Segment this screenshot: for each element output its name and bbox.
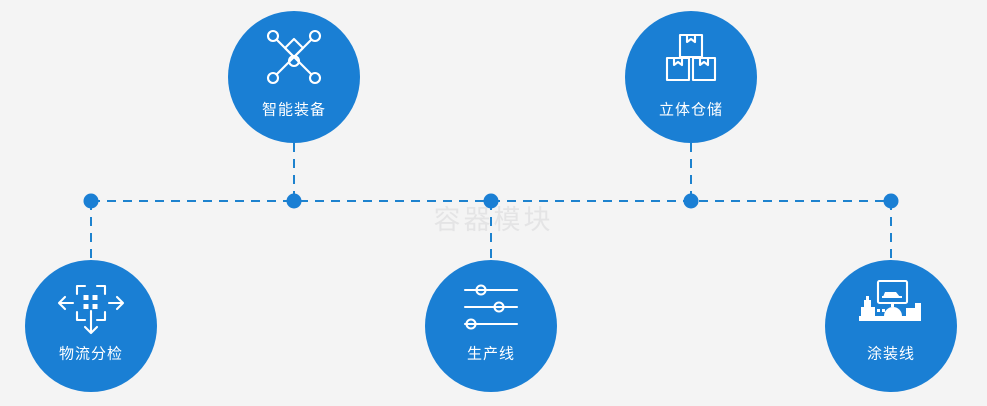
sorting-arrows-icon xyxy=(57,284,125,335)
node-circle-smart-equipment[interactable] xyxy=(228,11,360,143)
node-label-production-line: 生产线 xyxy=(467,345,515,363)
sliders-icon xyxy=(463,284,519,330)
junction-dot-smart-equipment[interactable] xyxy=(286,193,302,209)
paint-booth-icon xyxy=(859,279,921,321)
node-stereo-warehouse[interactable]: 立体仓储 xyxy=(625,11,757,143)
node-label-stereo-warehouse: 立体仓储 xyxy=(659,101,723,119)
node-label-logistics-sorting: 物流分检 xyxy=(59,345,123,363)
junction-dot-painting-line[interactable] xyxy=(883,193,899,209)
node-circle-painting-line[interactable] xyxy=(825,260,957,392)
node-circle-stereo-warehouse[interactable] xyxy=(625,11,757,143)
node-production-line[interactable]: 生产线 xyxy=(425,260,557,392)
node-label-smart-equipment: 智能装备 xyxy=(262,101,326,119)
network-nodes-icon xyxy=(266,29,322,85)
node-label-painting-line: 涂装线 xyxy=(867,345,915,363)
node-logistics-sorting[interactable]: 物流分检 xyxy=(25,260,157,392)
node-circle-production-line[interactable] xyxy=(425,260,557,392)
junction-dot-stereo-warehouse[interactable] xyxy=(683,193,699,209)
stacked-boxes-icon xyxy=(665,33,717,82)
node-painting-line[interactable]: 涂装线 xyxy=(825,260,957,392)
junction-dot-production-line[interactable] xyxy=(483,193,499,209)
node-smart-equipment[interactable]: 智能装备 xyxy=(228,11,360,143)
junction-dot-logistics-sorting[interactable] xyxy=(83,193,99,209)
